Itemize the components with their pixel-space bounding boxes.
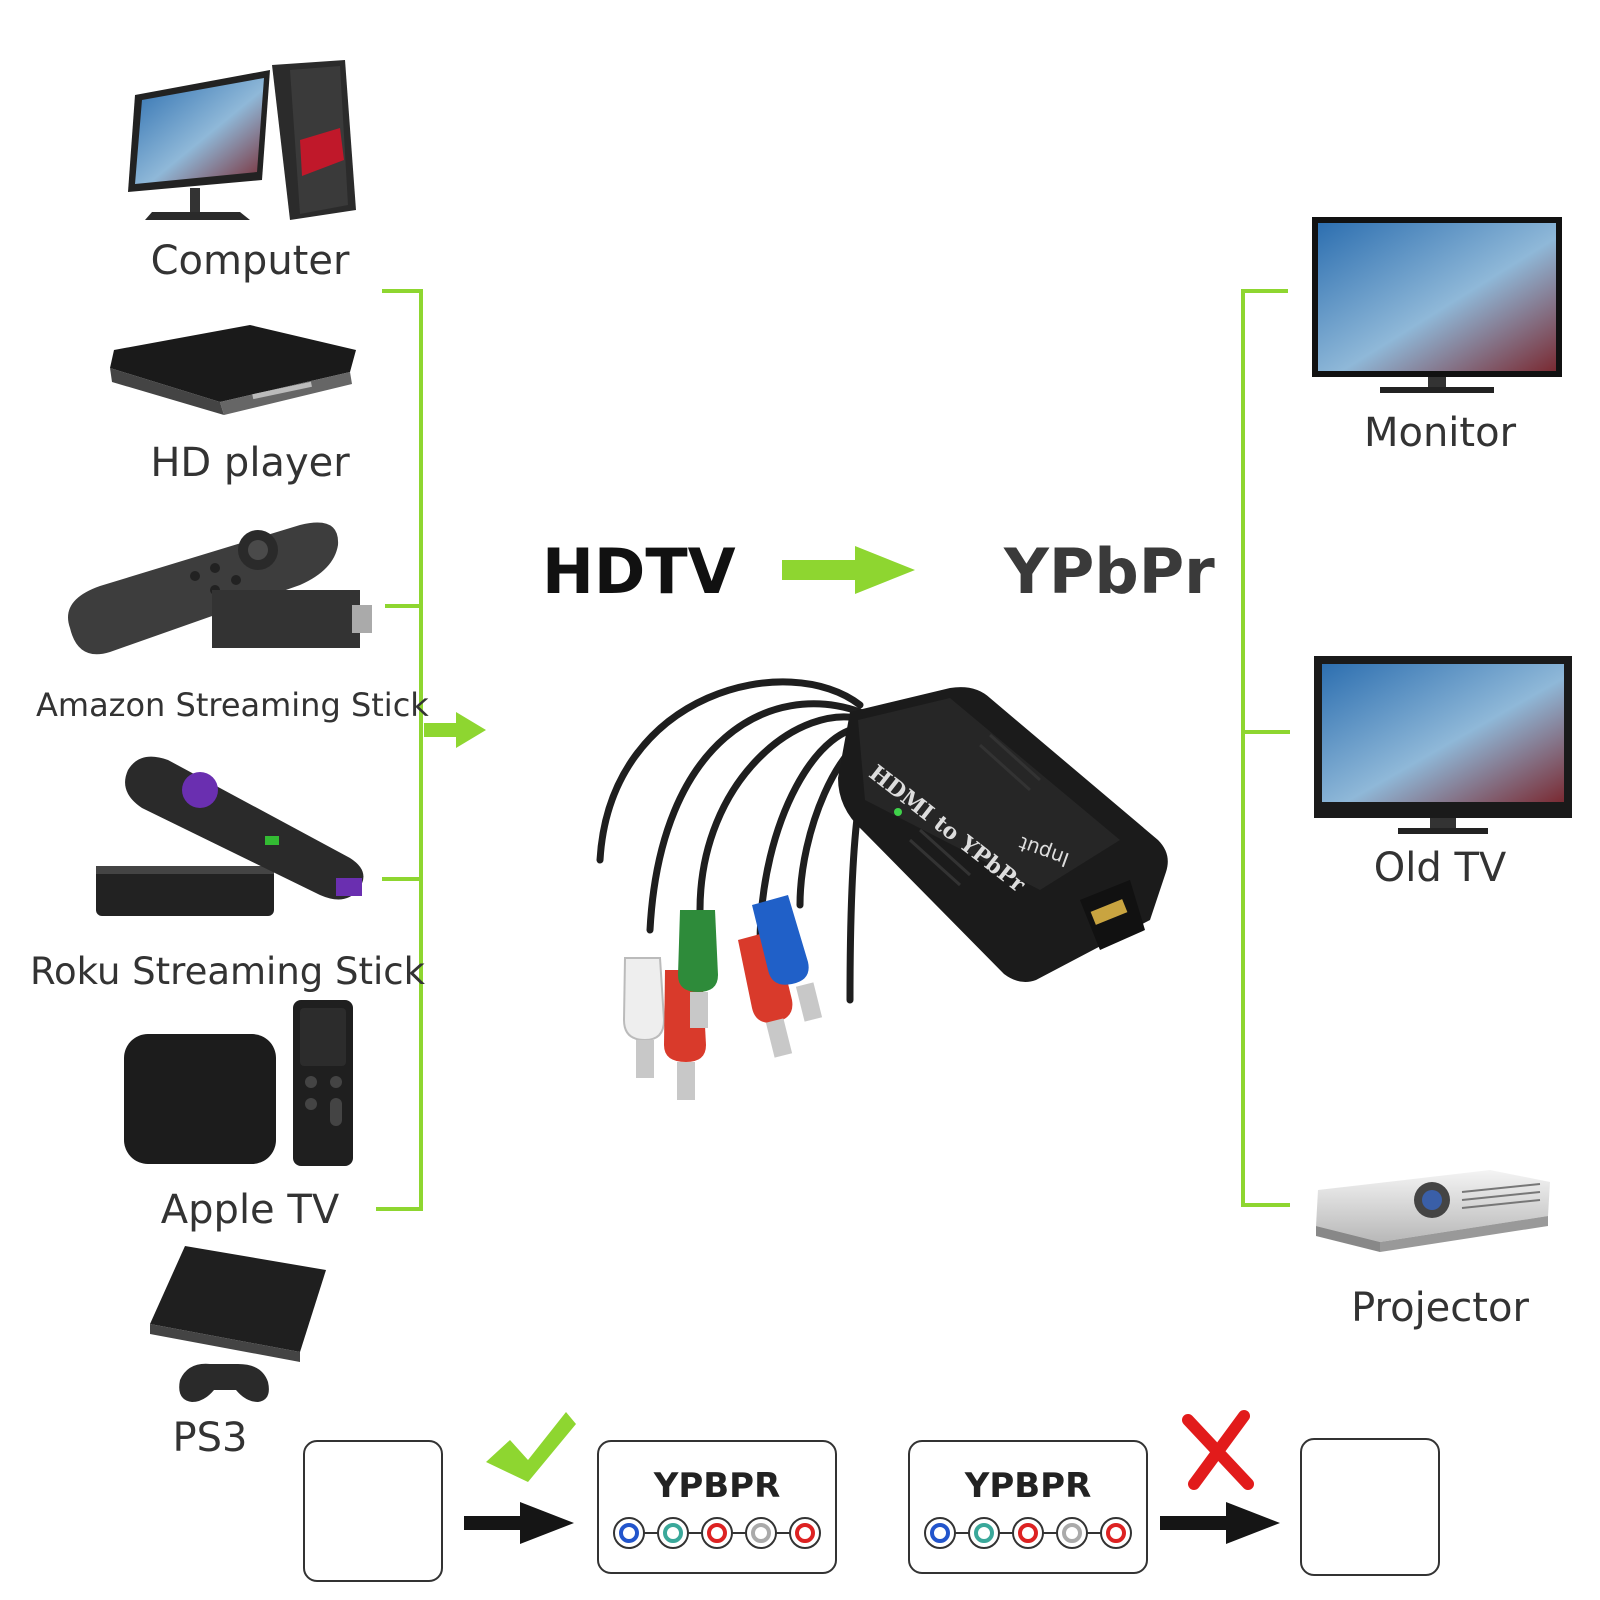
- compat-arrow-left-icon: [464, 1502, 574, 1544]
- source-label-ps3: PS3: [172, 1415, 248, 1461]
- output-format-title: YPbPr: [1004, 535, 1215, 608]
- ypbpr-jack-row: [924, 1517, 1132, 1549]
- empty-port-box-right: [1300, 1438, 1440, 1576]
- old-tv-icon: [1314, 656, 1572, 834]
- left-bracket: [376, 289, 423, 1211]
- display-label-monitor: Monitor: [1363, 410, 1517, 456]
- display-label-projector: Projector: [1351, 1285, 1529, 1331]
- projector-icon: [1316, 1170, 1550, 1252]
- compat-arrow-right-icon: [1160, 1502, 1280, 1544]
- source-label-amazon: Amazon Streaming Stick: [36, 686, 429, 724]
- hd-player-icon: [110, 325, 356, 415]
- ypbpr-port-title: YPBPR: [653, 1466, 781, 1506]
- adapter-illustration: [596, 678, 1168, 1100]
- roku-stick-icon: [96, 756, 364, 916]
- conversion-arrow-icon: [782, 546, 915, 594]
- display-label-old-tv: Old TV: [1373, 845, 1507, 891]
- ypbpr-jack-row: [613, 1517, 821, 1549]
- empty-port-box-left: [303, 1440, 443, 1582]
- ps3-icon: [150, 1246, 326, 1402]
- cross-icon: [1182, 1410, 1254, 1490]
- source-label-roku: Roku Streaming Stick: [30, 950, 426, 993]
- ypbpr-port-box-left: YPBPR: [597, 1440, 837, 1574]
- right-bracket: [1241, 289, 1290, 1207]
- apple-tv-icon: [124, 1000, 353, 1166]
- ypbpr-port-box-right: YPBPR: [908, 1440, 1148, 1574]
- input-format-title: HDTV: [542, 535, 736, 608]
- amazon-stick-icon: [68, 522, 372, 655]
- source-label-computer: Computer: [150, 238, 350, 284]
- source-label-hd-player: HD player: [150, 440, 350, 486]
- ypbpr-port-title: YPBPR: [964, 1466, 1092, 1506]
- monitor-icon: [1312, 217, 1562, 393]
- source-label-apple-tv: Apple TV: [160, 1187, 340, 1233]
- computer-icon: [128, 60, 356, 220]
- check-icon: [486, 1412, 576, 1482]
- source-arrow-icon: [424, 712, 486, 748]
